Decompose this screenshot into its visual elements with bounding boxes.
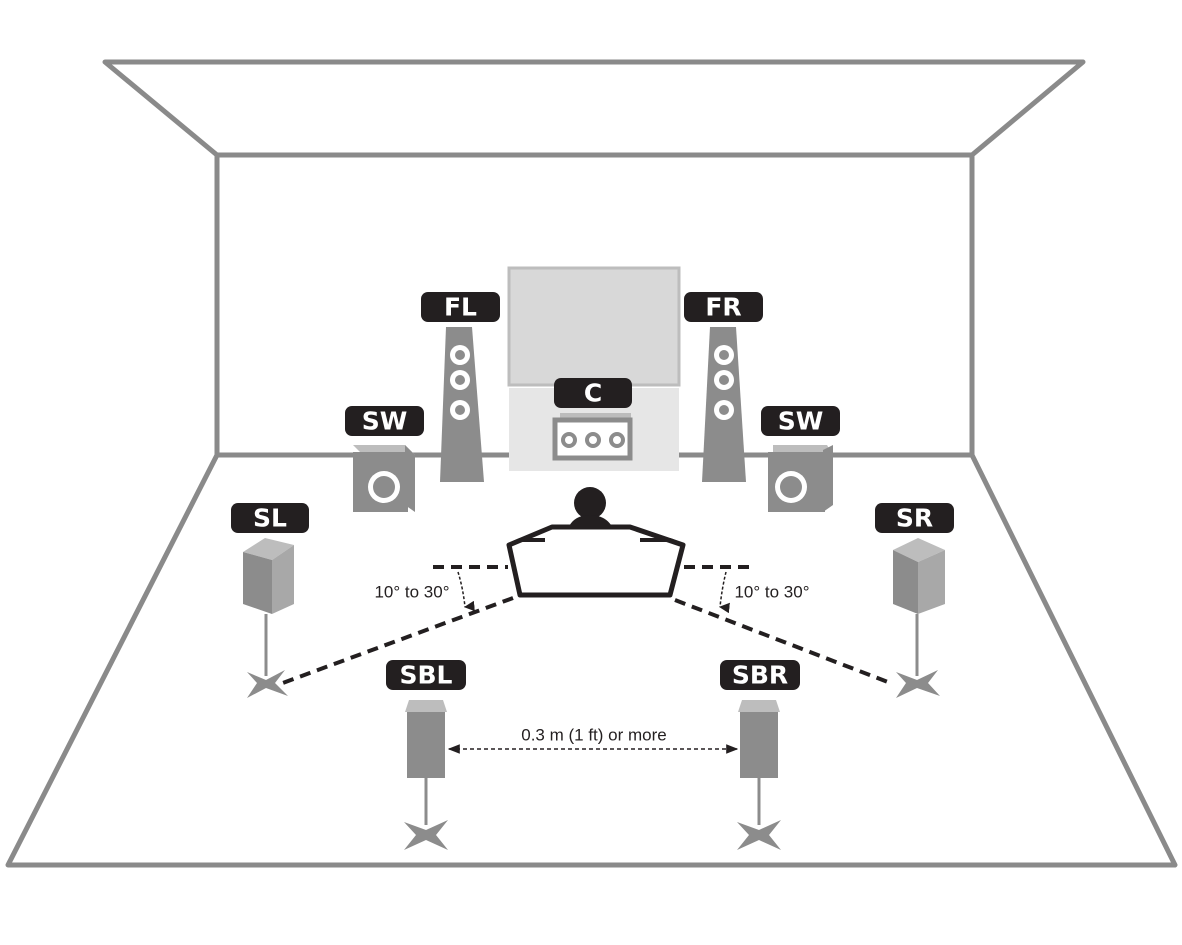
listener-head <box>574 487 606 519</box>
label-fl: FL <box>421 292 500 322</box>
angle-arcs <box>457 571 730 614</box>
label-sr-text: SR <box>896 504 933 533</box>
surround-back-left-speaker <box>404 700 448 850</box>
label-sw-left-text: SW <box>362 407 408 436</box>
angle-note-left: 10° to 30° <box>374 583 449 602</box>
label-sbr-text: SBR <box>732 661 788 690</box>
surround-back-right-speaker <box>737 700 781 850</box>
stand-base-left <box>247 670 288 698</box>
tv-screen <box>507 266 681 387</box>
label-fr: FR <box>684 292 763 322</box>
label-sw-right-text: SW <box>778 407 824 436</box>
label-sw-right: SW <box>761 406 840 436</box>
label-c: C <box>554 378 632 408</box>
left-angle-line <box>279 596 514 686</box>
label-sbr: SBR <box>720 660 800 690</box>
sofa <box>506 524 686 598</box>
angle-note-right: 10° to 30° <box>734 583 809 602</box>
stand-base-right <box>896 670 940 698</box>
subwoofer-right <box>768 445 833 512</box>
angle-guides <box>279 565 894 686</box>
front-left-speaker <box>440 327 484 482</box>
label-sl: SL <box>231 503 309 533</box>
center-speaker <box>552 413 633 461</box>
right-angle-line <box>674 598 894 686</box>
label-fl-text: FL <box>444 293 477 322</box>
right-angle-arc <box>718 571 730 614</box>
front-right-speaker <box>702 327 746 482</box>
label-c-text: C <box>584 379 602 408</box>
surround-left-speaker <box>243 538 294 698</box>
subwoofer-left <box>353 445 415 512</box>
surround-right-speaker <box>893 538 945 698</box>
label-fr-text: FR <box>705 293 741 322</box>
left-angle-arc <box>457 571 475 612</box>
label-sw-left: SW <box>345 406 424 436</box>
room-ceiling <box>102 59 1086 158</box>
spacing-note: 0.3 m (1 ft) or more <box>521 726 666 745</box>
label-sr: SR <box>875 503 954 533</box>
label-sbl-text: SBL <box>400 661 453 690</box>
label-sbl: SBL <box>386 660 466 690</box>
label-sl-text: SL <box>253 504 287 533</box>
